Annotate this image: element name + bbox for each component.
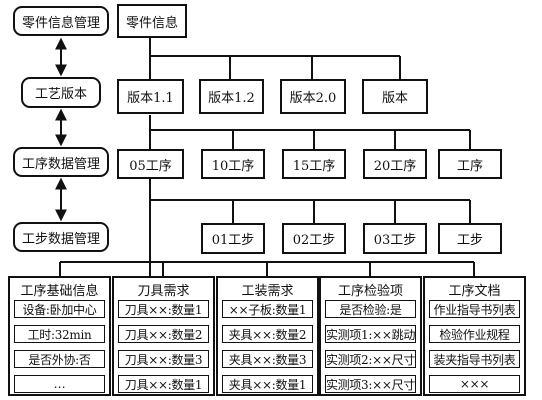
column-item: 刀具××:数量3	[118, 350, 209, 368]
flow-step-data-management: 工步数据管理	[13, 222, 109, 252]
column-title: 刀具需求	[137, 284, 190, 299]
column-title: 工序检验项	[337, 284, 403, 299]
step-box: 03工步	[363, 223, 427, 254]
column-item: 实测项2:××尺寸	[325, 350, 416, 368]
process-box: 15工序	[282, 149, 346, 179]
column-item: 是否检验:是	[325, 300, 416, 318]
column-item: ××子板:数量1	[222, 300, 313, 318]
process-box: 工序	[438, 149, 502, 179]
column-operation-basic-info: 工序基础信息 设备:卧加中心 工时:32min 是否外协:否 …	[8, 276, 111, 396]
version-box: 版本2.0	[280, 79, 346, 114]
version-box: 版本1.2	[199, 79, 264, 114]
step-box: 02工步	[282, 223, 346, 254]
version-box: 版本1.1	[117, 79, 184, 114]
process-box: 05工序	[117, 149, 184, 179]
column-item: 刀具××:数量2	[118, 325, 209, 343]
column-item: 装夹指导书列表	[429, 350, 520, 368]
process-box: 10工序	[201, 149, 265, 179]
root-part-info: 零件信息	[117, 4, 187, 38]
step-box: 工步	[438, 223, 502, 254]
column-title: 工序基础信息	[20, 284, 99, 299]
column-item: …	[14, 375, 105, 393]
column-operation-documents: 工序文档 作业指导书列表 检验作业规程 装夹指导书列表 ×××	[423, 276, 526, 396]
column-item: 实测项1:××跳动	[325, 325, 416, 343]
column-fixture-requirements: 工装需求 ××子板:数量1 夹具××:数量2 夹具××:数量3 夹具××:数量1	[216, 276, 319, 396]
column-item: 作业指导书列表	[429, 300, 520, 318]
column-item: 刀具××:数量1	[118, 375, 209, 393]
version-box: 版本	[362, 79, 428, 114]
column-item: 是否外协:否	[14, 350, 105, 368]
column-item: 工时:32min	[14, 325, 105, 343]
flow-part-info-management: 零件信息管理	[13, 6, 109, 36]
column-tool-requirements: 刀具需求 刀具××:数量1 刀具××:数量2 刀具××:数量3 刀具××:数量1	[112, 276, 215, 396]
column-item: 夹具××:数量1	[222, 375, 313, 393]
column-item: 夹具××:数量3	[222, 350, 313, 368]
process-box: 20工序	[363, 149, 427, 179]
flow-operation-data-management: 工序数据管理	[13, 147, 109, 177]
column-item: 夹具××:数量2	[222, 325, 313, 343]
column-item: 实测项3:××尺寸	[325, 375, 416, 393]
column-item: 刀具××:数量1	[118, 300, 209, 318]
column-item: ×××	[429, 375, 520, 393]
column-item: 检验作业规程	[429, 325, 520, 343]
column-title: 工装需求	[241, 284, 294, 299]
column-inspection-items: 工序检验项 是否检验:是 实测项1:××跳动 实测项2:××尺寸 实测项3:××…	[319, 276, 422, 396]
column-item: 设备:卧加中心	[14, 300, 105, 318]
step-box: 01工步	[201, 223, 265, 254]
flow-process-version: 工艺版本	[21, 77, 101, 108]
column-title: 工序文档	[448, 284, 501, 299]
